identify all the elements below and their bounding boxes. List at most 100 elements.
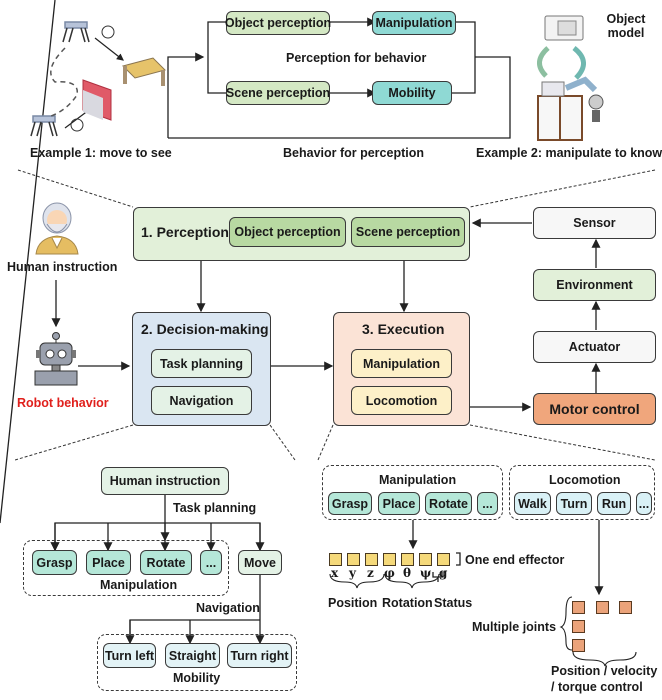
more-box: ... [200,550,222,575]
one-end-effector-label: One end effector [465,553,565,567]
label: Rotate [146,555,186,570]
label: Scene perception [225,86,331,100]
joint-square [619,601,632,614]
var-phi: φ [384,566,395,580]
label: Object perception [234,225,341,239]
label: ... [482,496,493,511]
navigation-box: Navigation [151,386,252,415]
var-z: z [367,566,374,580]
exec-manipulation-group [322,465,503,520]
top-manipulation-box: Manipulation [372,11,456,35]
label: Rotate [429,496,468,511]
run-box: Run [597,492,631,515]
perception-object-box: Object perception [229,217,346,247]
manipulation-group-label: Manipulation [100,578,178,592]
var-y: y [349,566,356,580]
robot-icon [34,332,78,386]
ee-square-y [347,553,360,566]
perception-for-behavior-label: Perception for behavior [286,51,427,65]
actuator-box: Actuator [533,331,656,363]
label: Manipulation [362,356,441,371]
label: Locomotion [365,393,438,408]
execution-manipulation-box: Manipulation [351,349,452,378]
turn-left-box: Turn left [103,643,156,668]
var-g: g [439,566,448,580]
example1-label: Example 1: move to see [30,146,172,160]
ee-square-x [329,553,342,566]
ee-square-phi [383,553,396,566]
joint-square [572,620,585,633]
label: Manipulation [375,16,453,30]
robot-dog-icon [30,115,58,137]
label: Human instruction [109,474,221,488]
label: Place [382,496,416,511]
task-planning-label: Task planning [173,501,257,515]
robot-dog-icon [62,21,90,43]
grasp-box: Grasp [32,550,77,575]
exec-rotate-box: Rotate [425,492,472,515]
ee-square-z [365,553,378,566]
perception-title: 1. Perception [141,224,229,240]
ee-square-theta [401,553,414,566]
top-mobility-box: Mobility [372,81,452,105]
exec-locomotion-group [509,465,655,520]
label: Move [244,555,276,570]
turn-right-box: Turn right [227,643,292,668]
var-x: x [331,566,339,580]
control-label-line1: Position / velocity [551,664,658,678]
rotate-box: Rotate [140,550,192,575]
decision-making-title: 2. Decision-making [141,321,269,337]
sensor-box: Sensor [533,207,656,239]
joint-square [572,639,585,652]
label: Run [601,496,627,511]
status-label: Status [434,596,473,610]
cycle-arrow-icon [572,46,586,80]
exec-more-box: ... [477,492,498,515]
ee-square-g [437,553,450,566]
label: Turn left [104,648,155,663]
top-scene-perception-box: Scene perception [226,81,330,105]
label: Grasp [331,496,369,511]
exec-manipulation-label: Manipulation [379,473,457,487]
var-psi: ψ [420,566,432,580]
dining-table-icon [122,57,166,86]
label: Turn [560,496,588,511]
label: Turn right [230,648,289,663]
example2-illustration [537,15,604,141]
top-object-perception-box: Object perception [224,11,332,35]
exec-place-box: Place [378,492,420,515]
label: Task planning [159,356,244,371]
perception-scene-box: Scene perception [351,217,465,247]
loco-more-box: ... [636,492,652,515]
label: Grasp [36,555,73,570]
robot-arm-icon [564,76,604,122]
microwave-icon [544,15,584,41]
ee-square-psi [419,553,432,566]
label: Mobility [388,86,436,100]
label: Scene perception [355,225,461,239]
path-dashed [50,47,79,117]
navigation-label: Navigation [196,601,260,615]
sad-face-icon [70,118,84,132]
human-instruction-label: Human instruction [7,260,118,274]
task-planning-box: Task planning [151,349,252,378]
label: Object perception [224,16,332,30]
brick-wall-icon [82,79,112,121]
label: ... [205,555,217,570]
joint-square [572,601,585,614]
manipulation-group [23,540,229,596]
position-label: Position [328,596,378,610]
object-model-label: Object model [606,12,646,40]
label: Straight [168,648,217,663]
execution-locomotion-box: Locomotion [351,386,452,415]
multiple-joints-label: Multiple joints [472,620,557,634]
motor-control-box: Motor control [533,393,656,425]
robot-behavior-label: Robot behavior [17,396,109,410]
human-avatar-icon [35,202,79,255]
label: Motor control [549,401,640,417]
detail-human-instruction-box: Human instruction [101,467,229,495]
label: Place [92,555,125,570]
example1-illustration [30,21,166,137]
turn-box: Turn [556,492,592,515]
walk-box: Walk [514,492,551,515]
